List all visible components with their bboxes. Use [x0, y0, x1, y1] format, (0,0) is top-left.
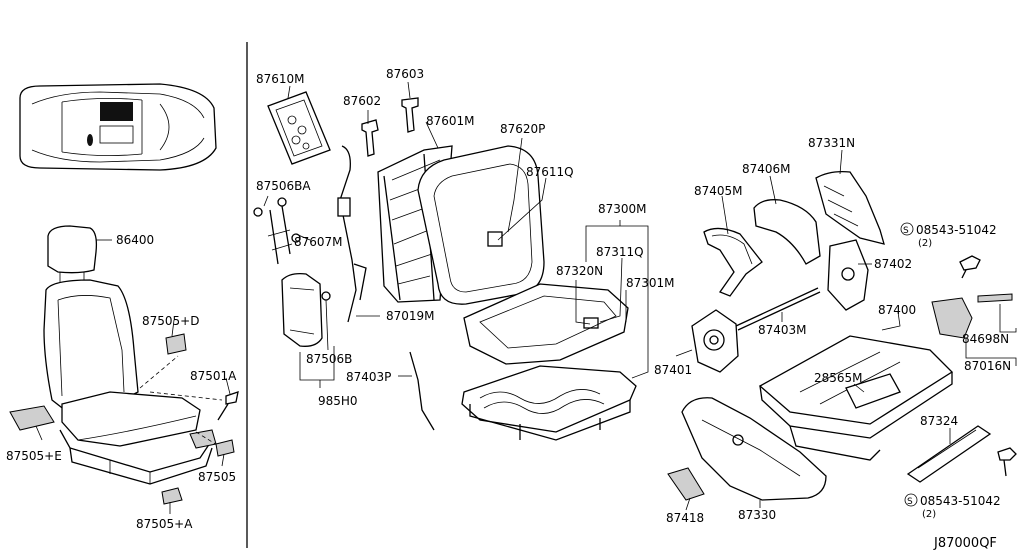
label-screw-bottom-qty: (2) [922, 509, 936, 520]
label-87505A: 87505+A [136, 517, 193, 531]
label-87505: 87505 [198, 470, 236, 484]
label-87300M: 87300M [598, 202, 647, 216]
label-screw-top: 08543-51042 [916, 223, 997, 237]
label-screw-top-qty: (2) [918, 238, 932, 249]
part-87620P [417, 145, 545, 305]
part-87405M [703, 227, 763, 297]
labels: 86400 87505+D 87501A 87505+E 87505 87505… [6, 67, 1011, 551]
part-87330 [681, 397, 827, 501]
label-87406M: 87406M [742, 162, 791, 176]
label-87402: 87402 [874, 257, 912, 271]
part-87501A-bolt [217, 391, 239, 421]
label-screw-bottom: 08543-51042 [920, 494, 1001, 508]
label-87418: 87418 [666, 511, 704, 525]
label-87311Q: 87311Q [596, 245, 644, 259]
screw-callout-top: S 08543-51042 (2) [900, 222, 997, 249]
screw-callout-bottom: S 08543-51042 (2) [904, 493, 1001, 520]
label-87610M: 87610M [256, 72, 305, 86]
label-87506BA: 87506BA [256, 179, 311, 193]
label-87331N: 87331N [808, 136, 855, 150]
part-87402 [827, 239, 869, 311]
label-28565M: 28565M [814, 371, 863, 385]
part-87602 [361, 119, 379, 157]
label-87601M: 87601M [426, 114, 475, 128]
part-87331N [815, 170, 885, 245]
screw-bottom [997, 447, 1017, 477]
label-87403P: 87403P [346, 370, 391, 384]
part-985H0 [281, 272, 331, 347]
label-87019M: 87019M [386, 309, 435, 323]
label-87603: 87603 [386, 67, 424, 81]
label-87607M: 87607M [294, 235, 343, 249]
part-87019M [337, 145, 367, 323]
part-87505E [9, 405, 55, 431]
label-985H0: 985H0 [318, 394, 358, 408]
seat-position-marker [100, 102, 133, 121]
part-28565M [845, 373, 901, 409]
part-87403P [409, 351, 435, 431]
part-87406M [753, 199, 821, 265]
part-87603 [401, 97, 419, 133]
car-top-view [19, 83, 217, 171]
part-87505A [161, 487, 183, 505]
label-87506B: 87506B [306, 352, 352, 366]
part-87505 [215, 439, 235, 457]
label-87620P: 87620P [500, 122, 545, 136]
label-87403M: 87403M [758, 323, 807, 337]
part-87401 [691, 309, 739, 373]
seat-assembly-illustration [43, 225, 223, 485]
label-87405M: 87405M [694, 184, 743, 198]
label-87505E: 87505+E [6, 449, 62, 463]
label-87501A: 87501A [190, 369, 237, 383]
label-87320N: 87320N [556, 264, 603, 278]
part-87403M [735, 287, 821, 331]
part-84698N [977, 293, 1013, 303]
part-87505D [165, 333, 187, 355]
label-86400: 86400 [116, 233, 154, 247]
diagram-id: J87000QF [933, 536, 997, 551]
label-84698N: 84698N [962, 332, 1009, 346]
label-87611Q: 87611Q [526, 165, 574, 179]
part-87418 [667, 467, 705, 501]
screw-symbol-top: S [903, 226, 909, 236]
part-87610M [267, 91, 331, 165]
label-87324: 87324 [920, 414, 958, 428]
headrest-shape [47, 225, 98, 274]
leader-lines [35, 81, 1017, 514]
part-87324 [906, 425, 992, 483]
part-87016N [931, 297, 973, 339]
label-87016N: 87016N [964, 359, 1011, 373]
label-87505D: 87505+D [142, 314, 199, 328]
label-87330: 87330 [738, 508, 776, 522]
label-87602: 87602 [343, 94, 381, 108]
label-87400: 87400 [878, 303, 916, 317]
label-87401: 87401 [654, 363, 692, 377]
screw-symbol-bottom: S [907, 497, 913, 507]
part-87300M-cushion [461, 283, 637, 441]
screw-top [959, 255, 981, 279]
label-87301M: 87301M [626, 276, 675, 290]
